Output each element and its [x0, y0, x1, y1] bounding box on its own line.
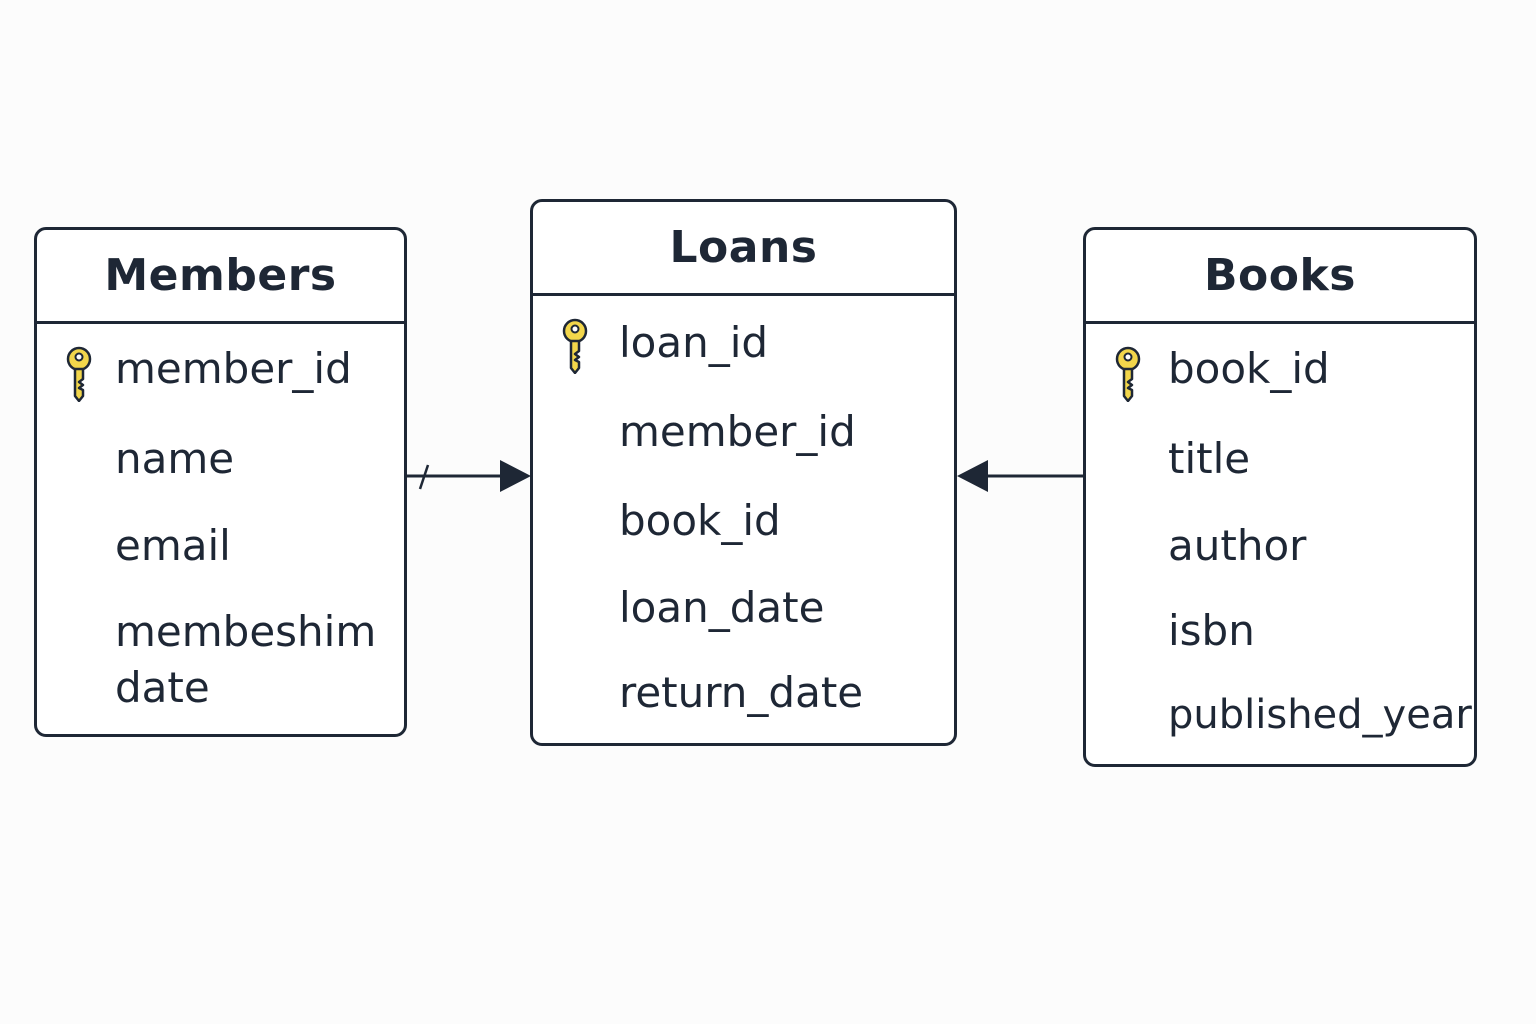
field-date: date	[115, 663, 210, 712]
field-loan-id: loan_id	[619, 318, 769, 367]
books-title: Books	[1086, 230, 1474, 324]
field-return-date: return_date	[619, 668, 864, 717]
books-entity[interactable]: Books book_id title author isbn publishe…	[1083, 227, 1477, 767]
key-icon	[1115, 346, 1141, 402]
key-icon	[66, 346, 92, 402]
field-member-id: member_id	[619, 407, 856, 456]
field-isbn: isbn	[1168, 606, 1255, 655]
loans-entity[interactable]: Loans loan_id member_id book_id loan_dat…	[530, 199, 957, 746]
field-book-id: book_id	[619, 496, 781, 545]
loans-title: Loans	[533, 202, 954, 296]
arrowhead-into-loans-from-books	[957, 460, 988, 492]
field-name: name	[115, 434, 235, 483]
field-book-id: book_id	[1168, 344, 1330, 393]
members-title: Members	[37, 230, 404, 324]
field-title: title	[1168, 434, 1251, 483]
key-icon	[562, 318, 588, 374]
arrowhead-into-loans	[500, 460, 531, 492]
field-member-id: member_id	[115, 344, 352, 393]
field-membership: membeshim	[115, 607, 377, 656]
field-email: email	[115, 521, 231, 570]
field-author: author	[1168, 521, 1307, 570]
field-loan-date: loan_date	[619, 583, 825, 632]
members-entity[interactable]: Members member_id name email membeshim d…	[34, 227, 407, 737]
field-published-year: published_year	[1168, 692, 1472, 738]
members-loans-relationship	[407, 460, 531, 492]
one-cardinality-tick	[418, 464, 430, 490]
books-loans-relationship	[957, 460, 1083, 492]
